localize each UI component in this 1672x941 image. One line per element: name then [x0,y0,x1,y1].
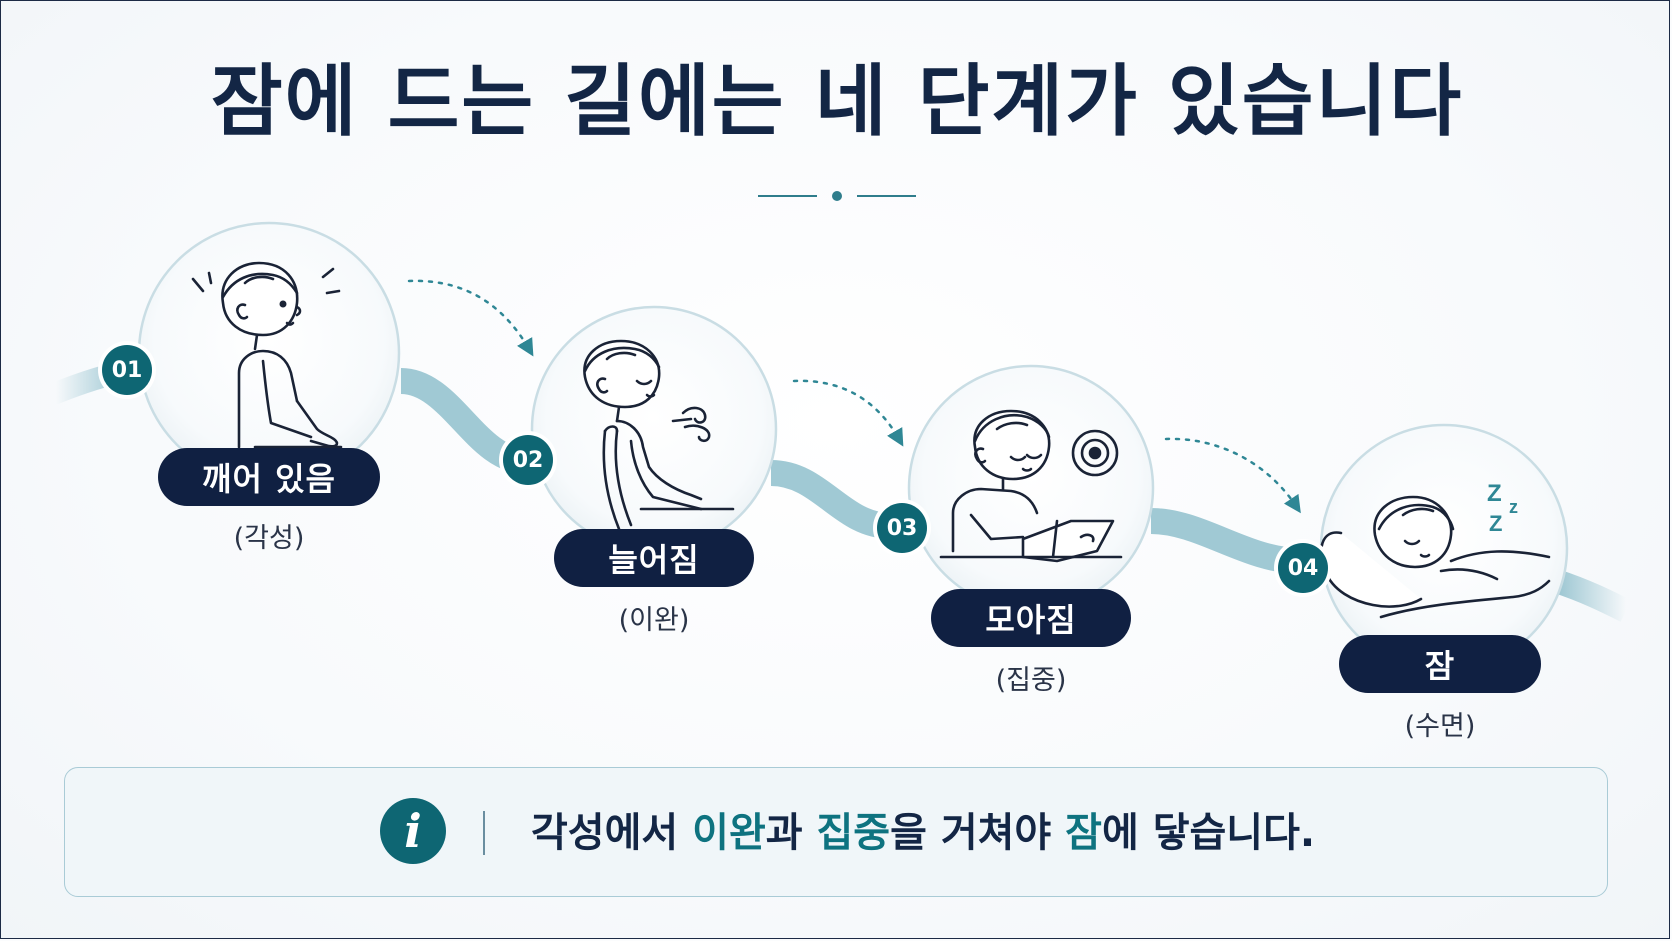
stage-2-bubble [530,305,778,553]
summary-text: 각성에서 이완과 집중을 거쳐야 잠에 닿습니다. [531,813,1315,853]
arrow-3-to-4 [1164,437,1301,514]
arrow-1-to-2 [407,279,534,357]
arrow-2-to-3 [792,379,904,447]
stage-3-label: 모아짐 [931,589,1131,647]
stage-3-number-badge: 03 [877,503,927,553]
summary-part: 에 닿습니다. [1101,810,1316,856]
info-icon: i [380,798,446,864]
title-divider [758,191,916,201]
stage-2-sublabel: (이완) [618,605,690,636]
summary-info-box [64,767,1608,897]
stage-2-number-badge: 02 [503,435,553,485]
summary-part: 을 거쳐야 [890,810,1066,856]
stage-3-bubble [907,364,1155,612]
stage-1-bubble [137,221,401,485]
svg-text:Z: Z [1487,480,1502,507]
stage-2-label: 늘어짐 [554,529,754,587]
svg-text:Z: Z [1489,511,1502,536]
sleeping-boy-zzz-icon: Z z Z [1319,480,1551,619]
stage-1-label: 깨어 있음 [158,448,380,506]
summary-highlight-focus: 집중 [816,810,891,856]
stage-4-sublabel: (수면) [1404,711,1476,742]
stage-4-label: 잠 [1339,635,1541,693]
stage-1-sublabel: (각성) [233,523,305,554]
summary-part: 과 [765,810,817,856]
summary-part: 각성에서 [531,810,693,856]
info-divider [483,811,485,855]
awake-boy-icon [191,261,343,449]
relaxed-boy-breathing-icon [583,339,735,531]
reading-boy-focus-icon [939,409,1123,563]
stage-3-sublabel: (집중) [995,665,1067,696]
summary-highlight-relax: 이완 [692,810,766,856]
summary-highlight-sleep: 잠 [1065,810,1102,856]
svg-text:z: z [1509,497,1518,517]
diagram-title: 잠에 드는 길에는 네 단계가 있습니다 [210,57,1464,147]
stage-4-number-badge: 04 [1278,543,1328,593]
stage-1-number-badge: 01 [102,345,152,395]
